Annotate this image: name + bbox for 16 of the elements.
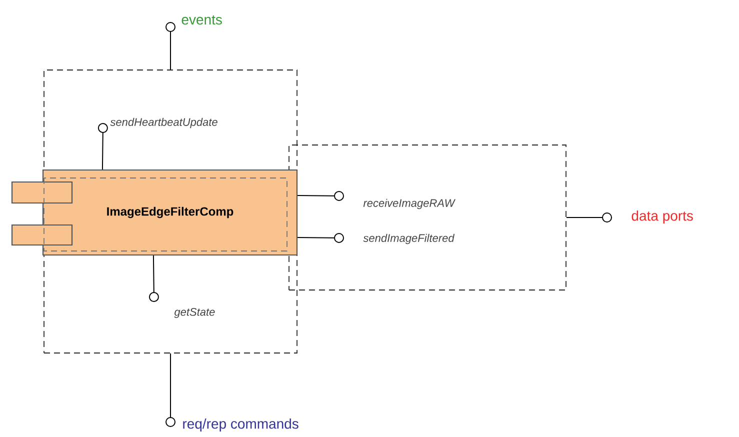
port-label: getState — [174, 308, 215, 318]
port-label: sendHeartbeatUpdate — [110, 118, 218, 128]
group-label: data ports — [632, 210, 693, 224]
port-connector — [148, 255, 159, 302]
port-label: receiveImageRAW — [363, 198, 456, 210]
group-label: events — [182, 15, 222, 25]
dashed-frame — [288, 144, 566, 290]
port-connector — [166, 352, 176, 427]
port-connector — [297, 190, 344, 201]
group-label: req/rep commands — [183, 418, 298, 432]
port-label: sendImageFiltered — [363, 234, 455, 244]
port-connector — [98, 123, 108, 170]
port-connector — [166, 22, 176, 70]
component-box: ImageEdgeFilterComp — [11, 169, 298, 256]
port-connector — [297, 232, 344, 243]
port-connector — [566, 212, 612, 222]
